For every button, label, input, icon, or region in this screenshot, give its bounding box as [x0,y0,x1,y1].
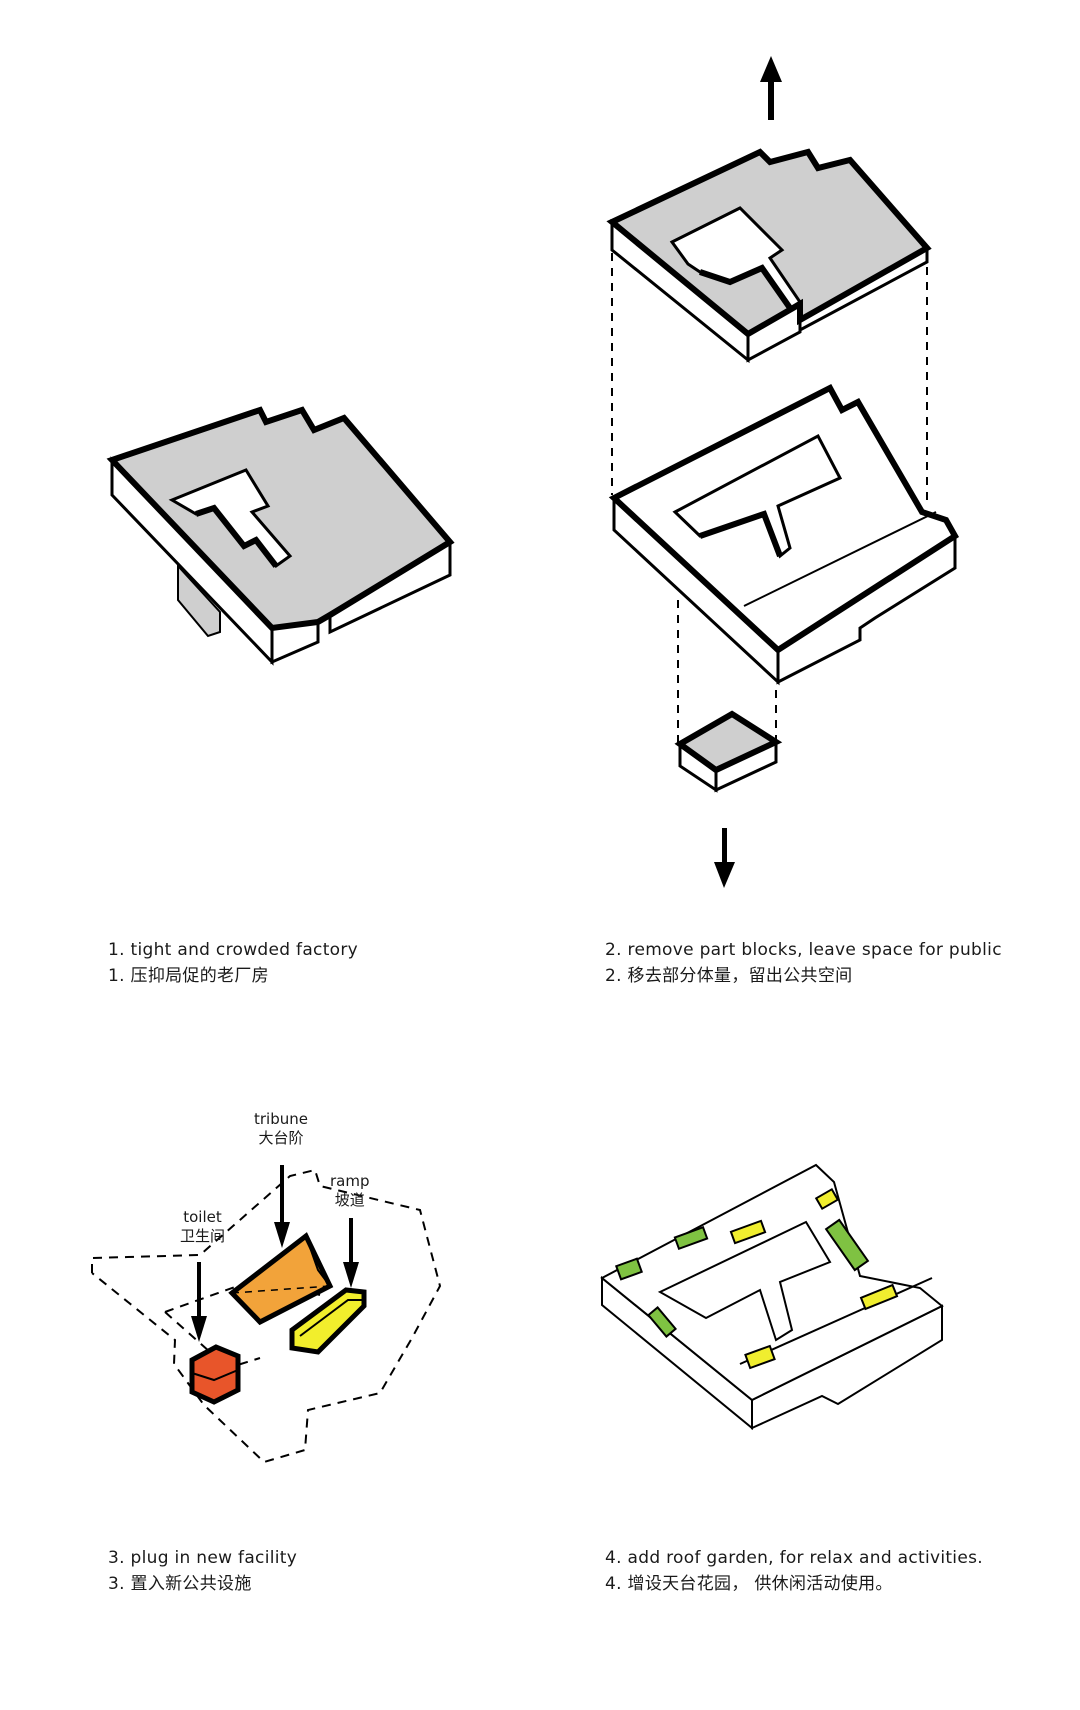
panel-1-factory-block [106,406,455,666]
garden-patches [614,1187,899,1370]
toilet-arrow-icon [191,1262,207,1342]
block-1-roof [106,406,455,632]
ramp-label: ramp 坡道 [330,1172,370,1210]
caption-3-en: 3. plug in new facility [108,1548,298,1568]
remaining-block-top [608,384,960,654]
tribune-label-en: tribune [254,1110,308,1128]
toilet-label-en: toilet [183,1208,222,1226]
ramp-label-zh: 坡道 [334,1191,365,1209]
tribune-label-zh: 大台阶 [258,1129,304,1147]
ramp-shape [289,1287,367,1355]
toilet-label: toilet 卫生间 [180,1208,225,1246]
removed-small-block [674,710,783,793]
caption-panel-2: 2. remove part blocks, leave space for p… [605,937,1002,989]
block-1-side-notch [177,563,221,638]
panel-4-diagram [600,1163,944,1431]
panel-3-diagram [91,1165,442,1464]
caption-2-zh: 2. 移去部分体量，留出公共空间 [605,966,853,986]
caption-4-zh: 4. 增设天台花园， 供休闲活动使用。 [605,1574,893,1594]
panel-2-diagram [606,56,960,888]
remaining-block [608,384,960,686]
toilet-shape [189,1344,241,1405]
tribune-label: tribune 大台阶 [254,1110,308,1148]
caption-panel-4: 4. add roof garden, for relax and activi… [605,1545,983,1597]
caption-3-zh: 3. 置入新公共设施 [108,1574,252,1594]
ramp-arrow-icon [343,1218,359,1288]
caption-1-zh: 1. 压抑局促的老厂房 [108,966,269,986]
toilet-label-zh: 卫生间 [180,1227,226,1245]
arrow-down-icon [714,828,735,888]
tribune-shape [228,1232,334,1326]
caption-2-en: 2. remove part blocks, leave space for p… [605,940,1002,960]
caption-panel-3: 3. plug in new facility 3. 置入新公共设施 [108,1545,297,1597]
arrow-up-icon [760,56,782,120]
tribune-arrow-icon [274,1165,290,1248]
caption-4-en: 4. add roof garden, for relax and activi… [605,1548,983,1568]
ramp-label-en: ramp [330,1172,370,1190]
caption-1-en: 1. tight and crowded factory [108,940,359,960]
removed-roof-piece [606,148,932,364]
caption-panel-1: 1. tight and crowded factory 1. 压抑局促的老厂房 [108,937,358,989]
